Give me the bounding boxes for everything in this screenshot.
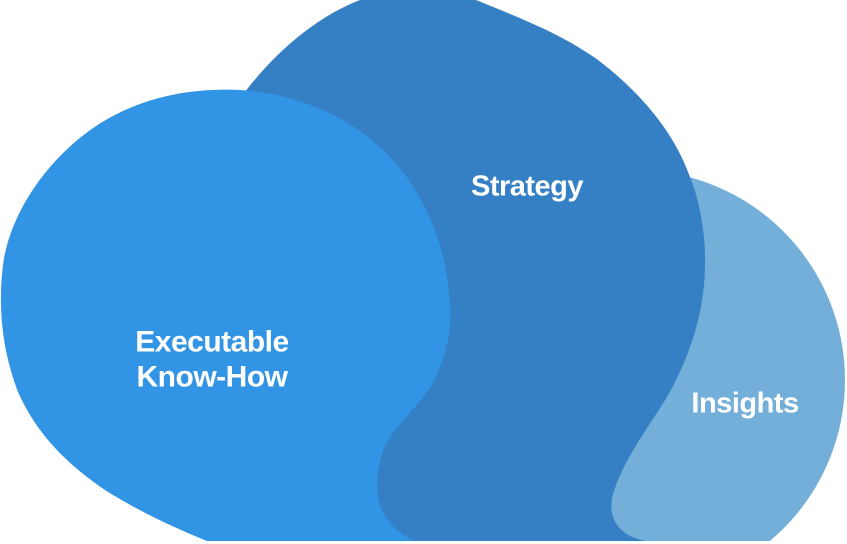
executable-know-how-shape	[0, 89, 451, 541]
strategy-label: Strategy	[470, 170, 584, 203]
executable-know-how-label: Executable Know-How	[135, 325, 289, 394]
bottom-edge-mask	[0, 541, 847, 544]
insights-label: Insights	[691, 387, 799, 420]
